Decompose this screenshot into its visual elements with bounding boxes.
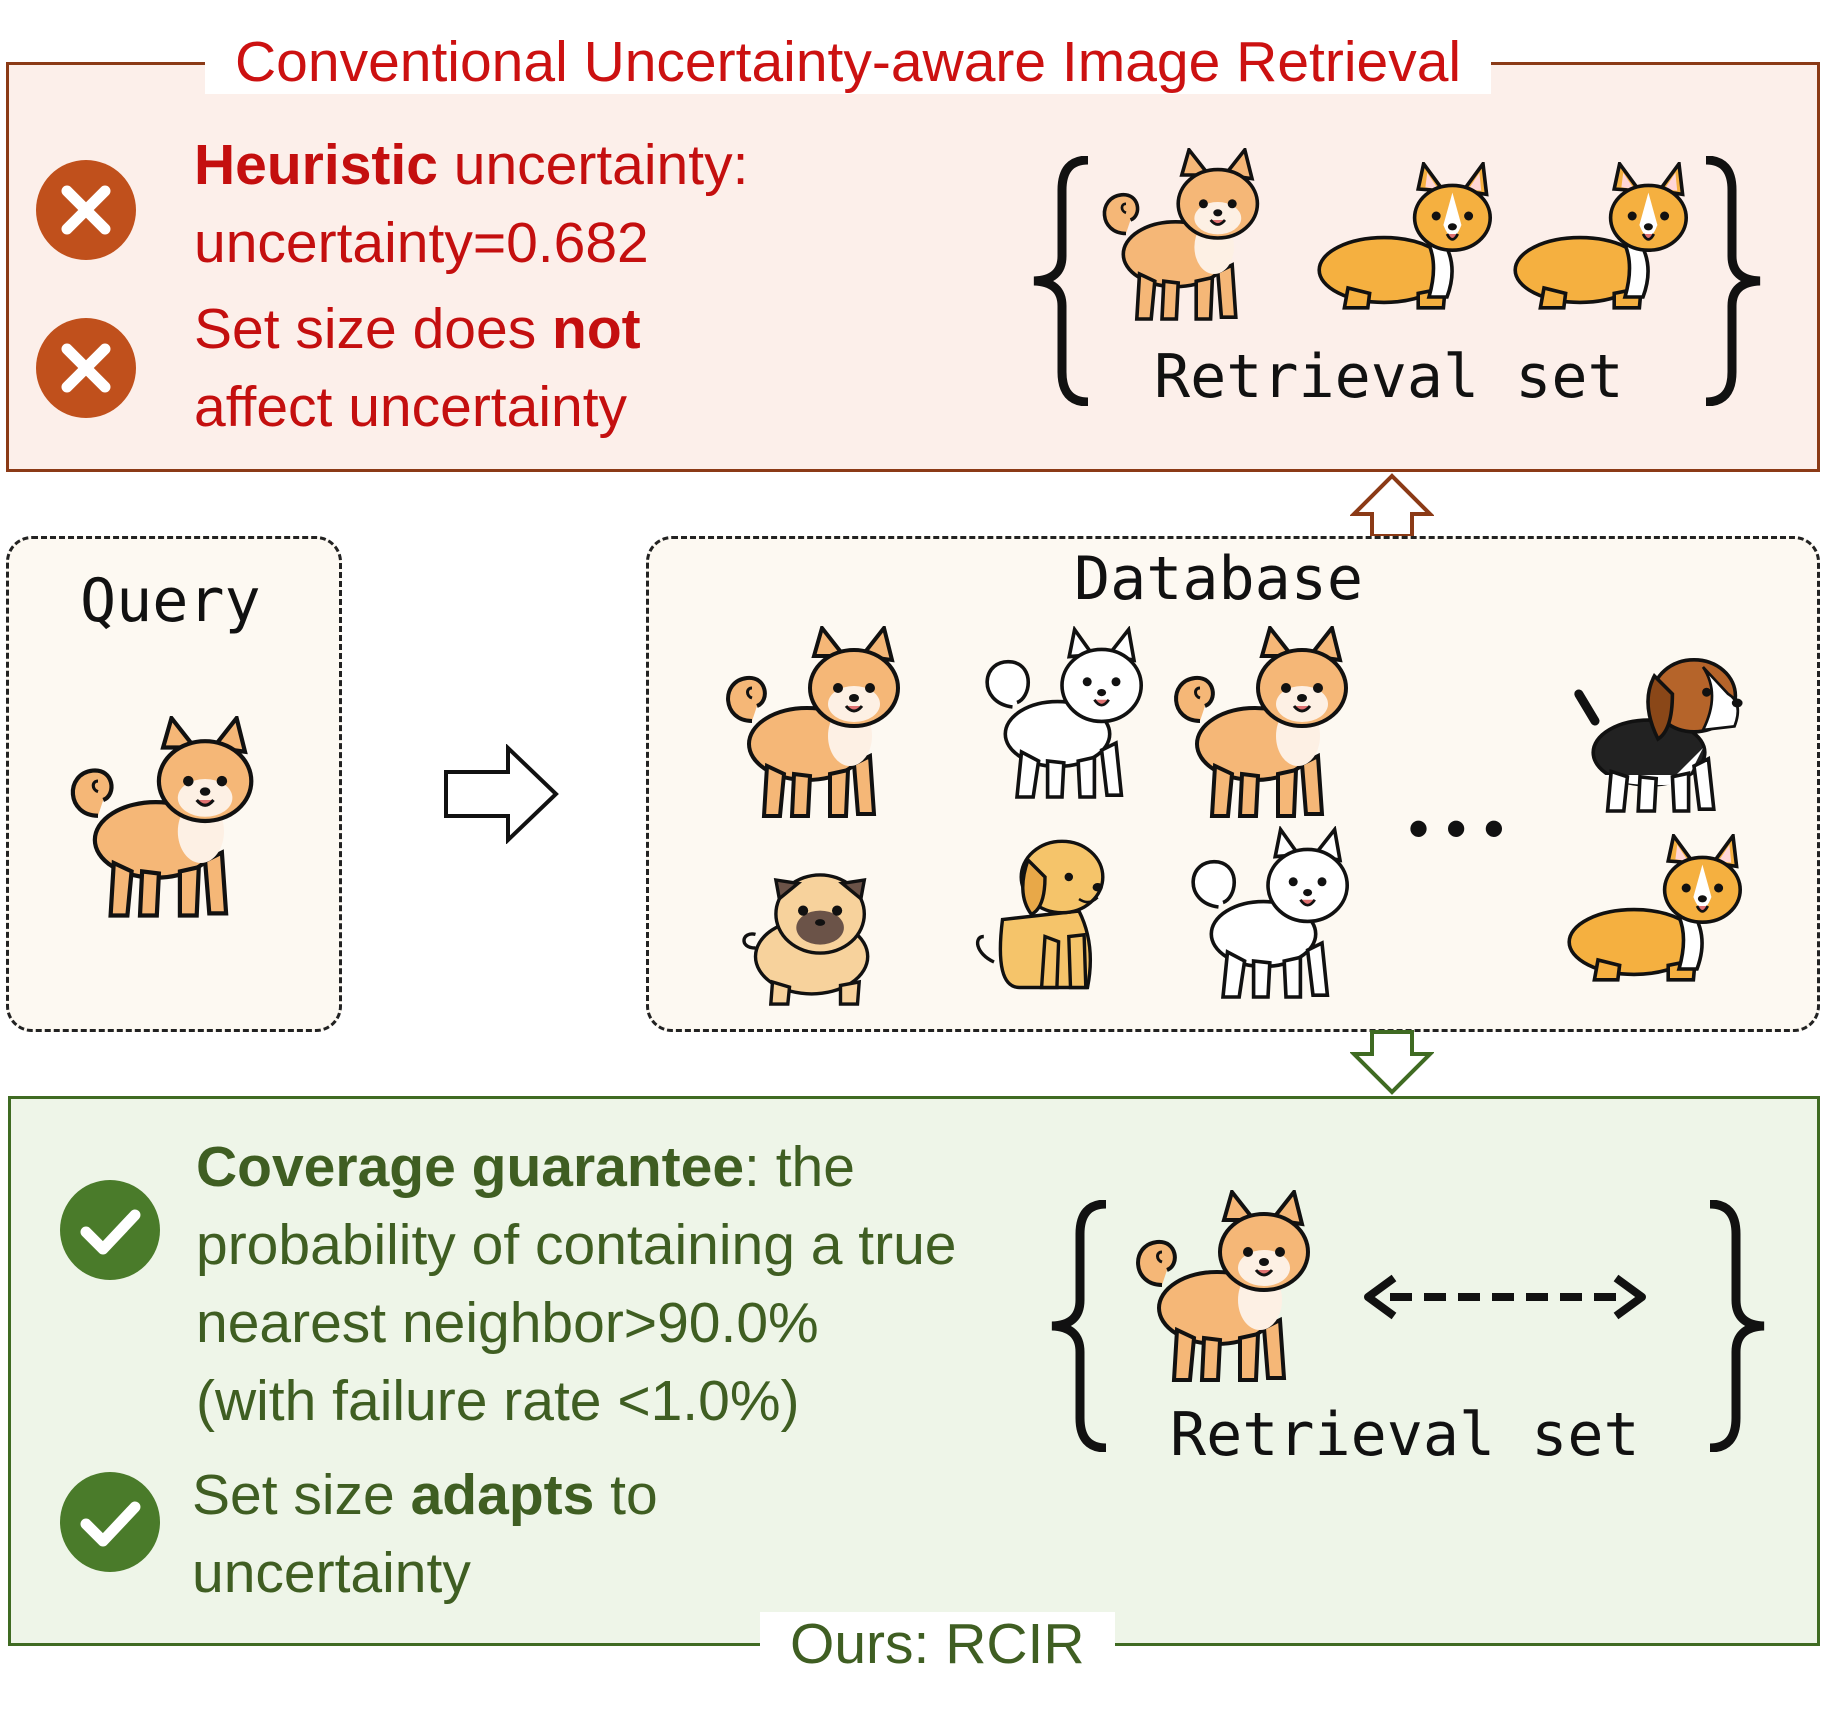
samoyed-image	[972, 626, 1152, 806]
coverage-rest: : the	[744, 1135, 855, 1199]
shiba-image	[1090, 148, 1270, 328]
pug-image	[730, 846, 900, 1016]
shiba-image	[1122, 1190, 1322, 1390]
ours-title: Ours: RCIR	[760, 1612, 1115, 1676]
failure-line: (with failure rate <1.0%)	[196, 1369, 800, 1433]
setsize-pre: Set size does	[194, 297, 553, 361]
arrow-up-icon	[1350, 473, 1434, 538]
retrieval-set-label: Retrieval set	[1170, 1400, 1640, 1470]
database-label: Database	[1074, 544, 1363, 614]
left-brace-icon	[1033, 156, 1089, 406]
beagle-image	[1568, 640, 1748, 820]
arrow-right-icon	[444, 744, 559, 844]
check-circle-icon	[60, 1180, 160, 1280]
conventional-title: Conventional Uncertainty-aware Image Ret…	[205, 30, 1492, 94]
adapts-pre: Set size	[192, 1463, 411, 1527]
adapts-post: to	[594, 1463, 658, 1527]
cross-circle-icon	[36, 160, 136, 260]
uncertainty-value: uncertainty=0.682	[194, 211, 649, 275]
shiba-image	[56, 716, 266, 926]
shiba-image	[712, 626, 912, 826]
setsize-not: not	[552, 297, 641, 361]
ellipsis: • • •	[1408, 795, 1505, 862]
golden-image	[960, 816, 1130, 1006]
cross-circle-icon	[36, 318, 136, 418]
neighbor-line: nearest neighbor>90.0%	[196, 1291, 819, 1355]
heuristic-bold: Heuristic	[194, 133, 438, 197]
right-brace-icon	[1705, 156, 1761, 406]
left-brace-icon	[1051, 1200, 1107, 1452]
double-arrow-icon	[1364, 1274, 1646, 1320]
arrow-down-icon	[1350, 1030, 1434, 1095]
heuristic-rest: uncertainty:	[437, 133, 749, 197]
adapts-bold: adapts	[410, 1463, 595, 1527]
corgi-image	[1562, 834, 1742, 987]
corgi-image	[1312, 162, 1492, 315]
adapts-line: Set size adapts to	[192, 1456, 658, 1534]
setsize-line: Set size does not	[194, 290, 641, 368]
corgi-image	[1508, 162, 1688, 315]
affect-line: affect uncertainty	[194, 375, 628, 439]
uncertainty-line: uncertainty	[192, 1541, 471, 1605]
retrieval-set-label: Retrieval set	[1154, 342, 1624, 412]
samoyed-image	[1178, 826, 1358, 1006]
query-label: Query	[80, 566, 261, 636]
check-circle-icon	[60, 1472, 160, 1572]
right-brace-icon	[1709, 1200, 1765, 1452]
coverage-line: Coverage guarantee: the	[196, 1128, 855, 1206]
coverage-bold: Coverage guarantee	[196, 1135, 745, 1199]
ours-panel	[8, 1096, 1820, 1646]
probability-line: probability of containing a true	[196, 1213, 957, 1277]
shiba-image	[1160, 626, 1360, 826]
heuristic-line: Heuristic uncertainty:	[194, 126, 748, 204]
